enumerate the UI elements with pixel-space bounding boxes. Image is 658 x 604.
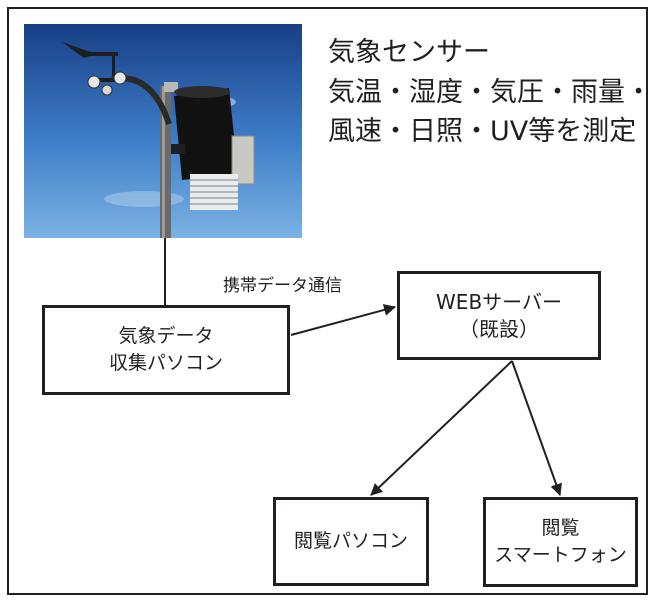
node-web-server: WEBサーバー （既設） (397, 271, 601, 360)
node-server-line-1: WEBサーバー (436, 289, 562, 314)
node-viewing-smartphone: 閲覧 スマートフォン (483, 497, 638, 587)
sensor-caption-title: 気象センサー (328, 37, 490, 68)
edge-server-to-phone (511, 360, 562, 496)
edge-server-to-pc (370, 360, 513, 496)
sensor-caption-line-3: 風速・日照・UV等を測定 (328, 116, 637, 147)
node-data-collection-pc: 気象データ 収集パソコン (42, 305, 290, 395)
node-collector-line-2: 収集パソコン (108, 352, 223, 374)
edge-label-mobile-data: 携帯データ通信 (223, 276, 342, 296)
sensor-caption-line-2: 気温・湿度・気圧・雨量・ (328, 77, 652, 108)
edge-collector-to-server (290, 304, 396, 336)
node-collector-line-1: 気象データ (118, 325, 214, 347)
node-pc-line-1: 閲覧パソコン (293, 530, 408, 552)
node-phone-line-2: スマートフォン (494, 544, 627, 566)
weather-station-photo (24, 24, 302, 238)
node-viewing-pc: 閲覧パソコン (273, 497, 429, 586)
node-server-line-2: （既設） (459, 316, 539, 341)
weather-station-photo-icon (24, 24, 302, 238)
node-phone-line-1: 閲覧 (541, 517, 580, 539)
diagram-frame (7, 7, 648, 595)
